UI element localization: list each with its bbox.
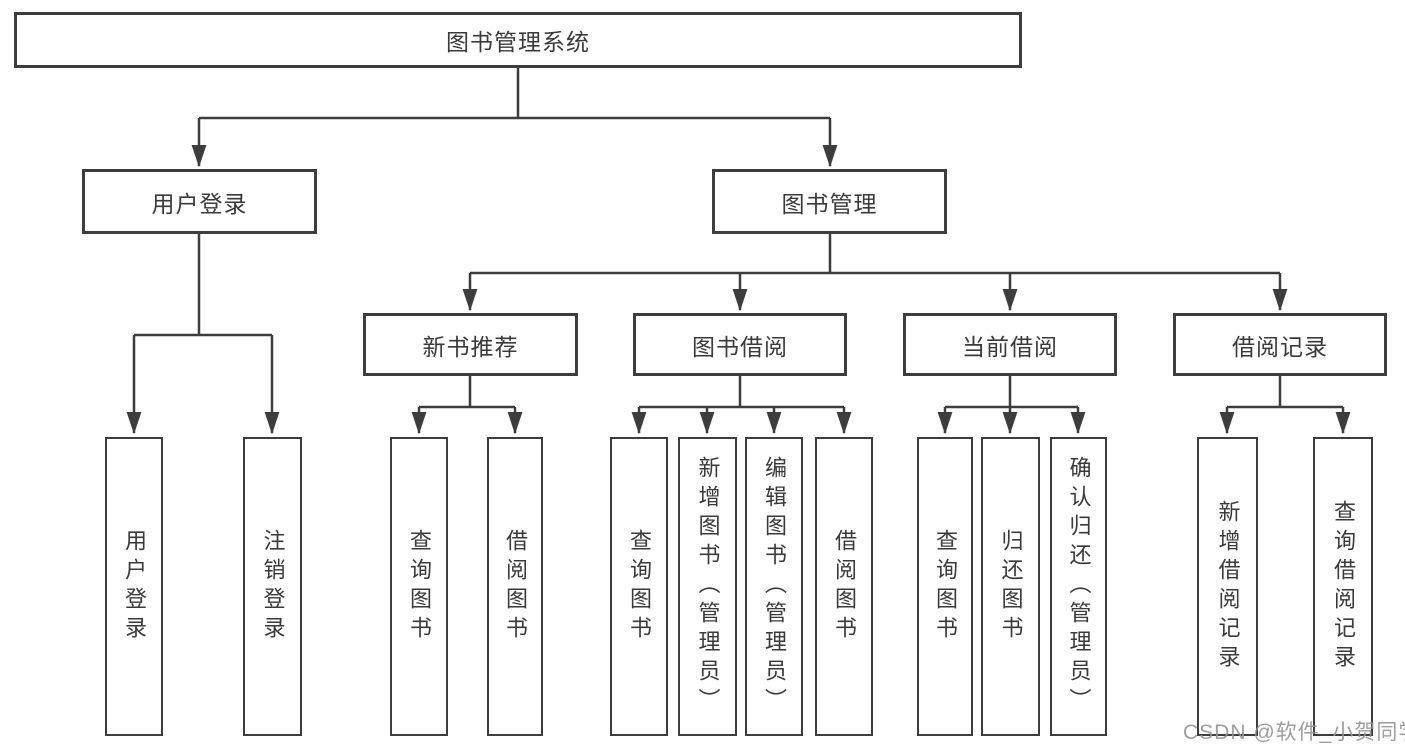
node-new-book-recommend-label: 新书推荐 [422,333,519,360]
leaf-edit-books-admin: 编辑图书（管理员） [745,437,803,736]
connector-bookborrow-trunk [639,376,844,409]
node-user-login-label: 用户登录 [151,190,248,217]
node-book-management: 图书管理 [712,169,947,234]
node-borrow-record: 借阅记录 [1173,313,1387,376]
node-book-management-label: 图书管理 [781,190,878,217]
leaf-add-books-admin-label: 新增图书（管理员） [695,456,721,717]
leaf-current-query-books-label: 查询图书 [933,528,958,645]
leaf-edit-books-admin-label: 编辑图书（管理员） [762,456,787,717]
node-book-borrow-label: 图书借阅 [692,333,788,360]
leaf-recommend-borrow-books-label: 借阅图书 [503,528,528,645]
leaf-user-login: 用户登录 [105,437,163,736]
leaf-recommend-query-books-label: 查询图书 [407,528,432,645]
connector-userlogin-trunk [134,234,272,337]
leaf-logout-label: 注销登录 [260,528,286,645]
watermark: CSDN @软件_小贺同学 [1183,721,1405,744]
node-root-label: 图书管理系统 [446,29,590,55]
leaf-add-borrow-record-label: 新增借阅记录 [1215,499,1241,674]
leaf-add-borrow-record: 新增借阅记录 [1197,437,1258,736]
leaf-return-books: 归还图书 [981,437,1040,736]
leaf-return-books-label: 归还图书 [998,528,1024,645]
leaf-confirm-return-admin-label: 确认归还（管理员） [1066,456,1092,717]
node-user-login: 用户登录 [82,169,317,234]
leaf-add-books-admin: 新增图书（管理员） [678,437,737,736]
node-borrow-record-label: 借阅记录 [1232,333,1328,360]
connector-root-trunk [199,68,830,120]
node-new-book-recommend: 新书推荐 [363,313,578,376]
leaf-current-query-books: 查询图书 [917,437,973,736]
node-current-borrow: 当前借阅 [903,313,1117,376]
node-current-borrow-label: 当前借阅 [962,333,1058,360]
leaf-borrow-books-label: 借阅图书 [832,528,857,645]
node-book-borrow: 图书借阅 [633,313,847,376]
leaf-query-borrow-record-label: 查询借阅记录 [1331,499,1356,674]
connector-bookmgmt-trunk [470,234,1280,275]
leaf-borrow-query-books: 查询图书 [610,437,668,736]
connector-borrowrecord-trunk [1227,376,1343,409]
node-root-library-system: 图书管理系统 [14,12,1022,68]
leaf-recommend-query-books: 查询图书 [390,437,448,736]
connector-currentborrow-trunk [945,376,1078,409]
leaf-borrow-query-books-label: 查询图书 [627,528,652,645]
leaf-user-login-label: 用户登录 [122,528,147,645]
leaf-query-borrow-record: 查询借阅记录 [1313,437,1373,736]
leaf-recommend-borrow-books: 借阅图书 [487,437,543,736]
leaf-borrow-books: 借阅图书 [815,437,873,736]
leaf-logout: 注销登录 [243,437,302,736]
connector-newbook-trunk [419,376,515,409]
leaf-confirm-return-admin: 确认归还（管理员） [1050,437,1107,736]
